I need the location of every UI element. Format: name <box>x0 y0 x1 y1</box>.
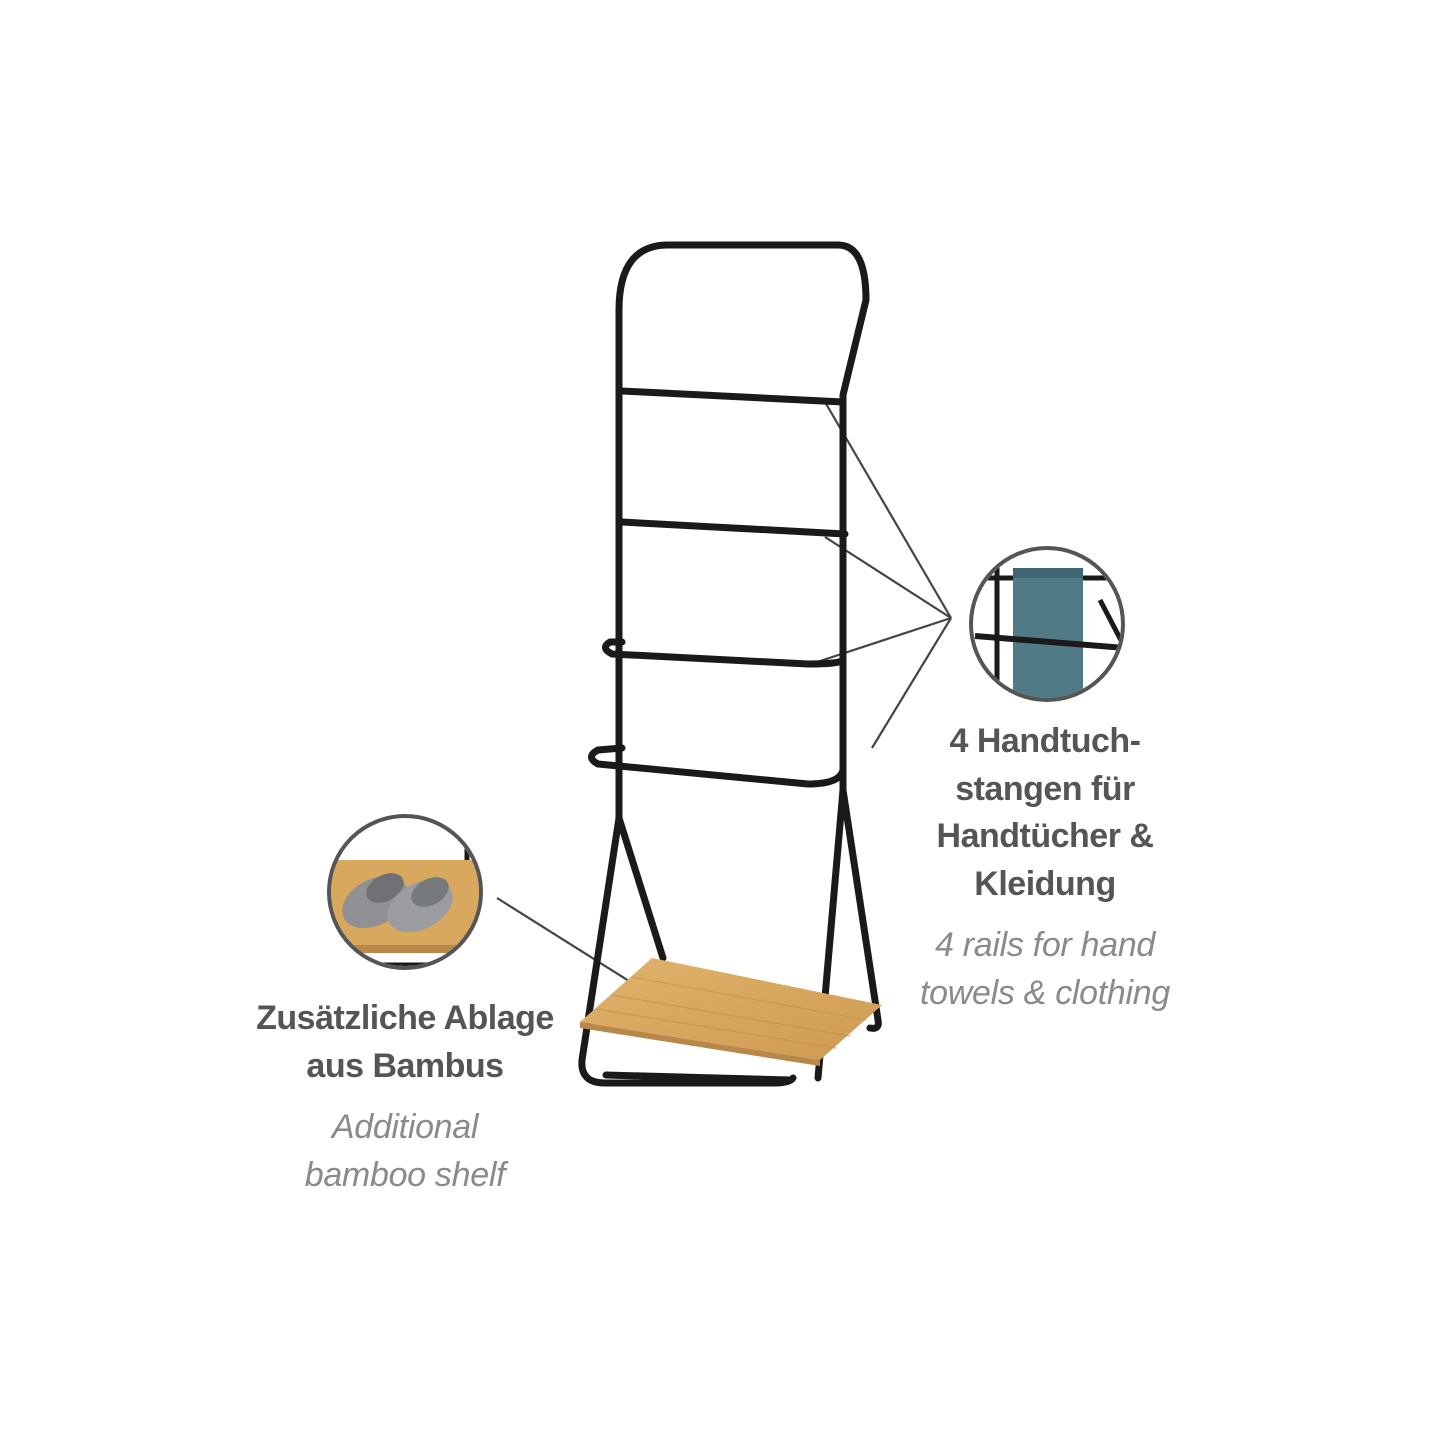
shelf-caption-german: Zusätzliche Ablage aus Bambus <box>256 999 554 1085</box>
shelf-caption: Zusätzliche Ablage aus Bambus Additional… <box>220 995 590 1199</box>
bamboo-shelf <box>580 958 882 1066</box>
rails-leader-lines <box>807 401 952 749</box>
slippers-icon <box>342 873 453 933</box>
rails-caption-english: 4 rails for hand towels & clothing <box>919 926 1171 1012</box>
towel-stand <box>578 241 882 1087</box>
towel-icon <box>1013 568 1083 698</box>
shelf-caption-english: Additional bamboo shelf <box>304 1108 506 1194</box>
rails-caption: 4 Handtuch- stangen für Handtücher & Kle… <box>880 718 1210 1018</box>
rails-detail-callout <box>969 546 1125 702</box>
rails-caption-german: 4 Handtuch- stangen für Handtücher & Kle… <box>936 722 1154 903</box>
shelf-detail-callout <box>327 814 483 970</box>
